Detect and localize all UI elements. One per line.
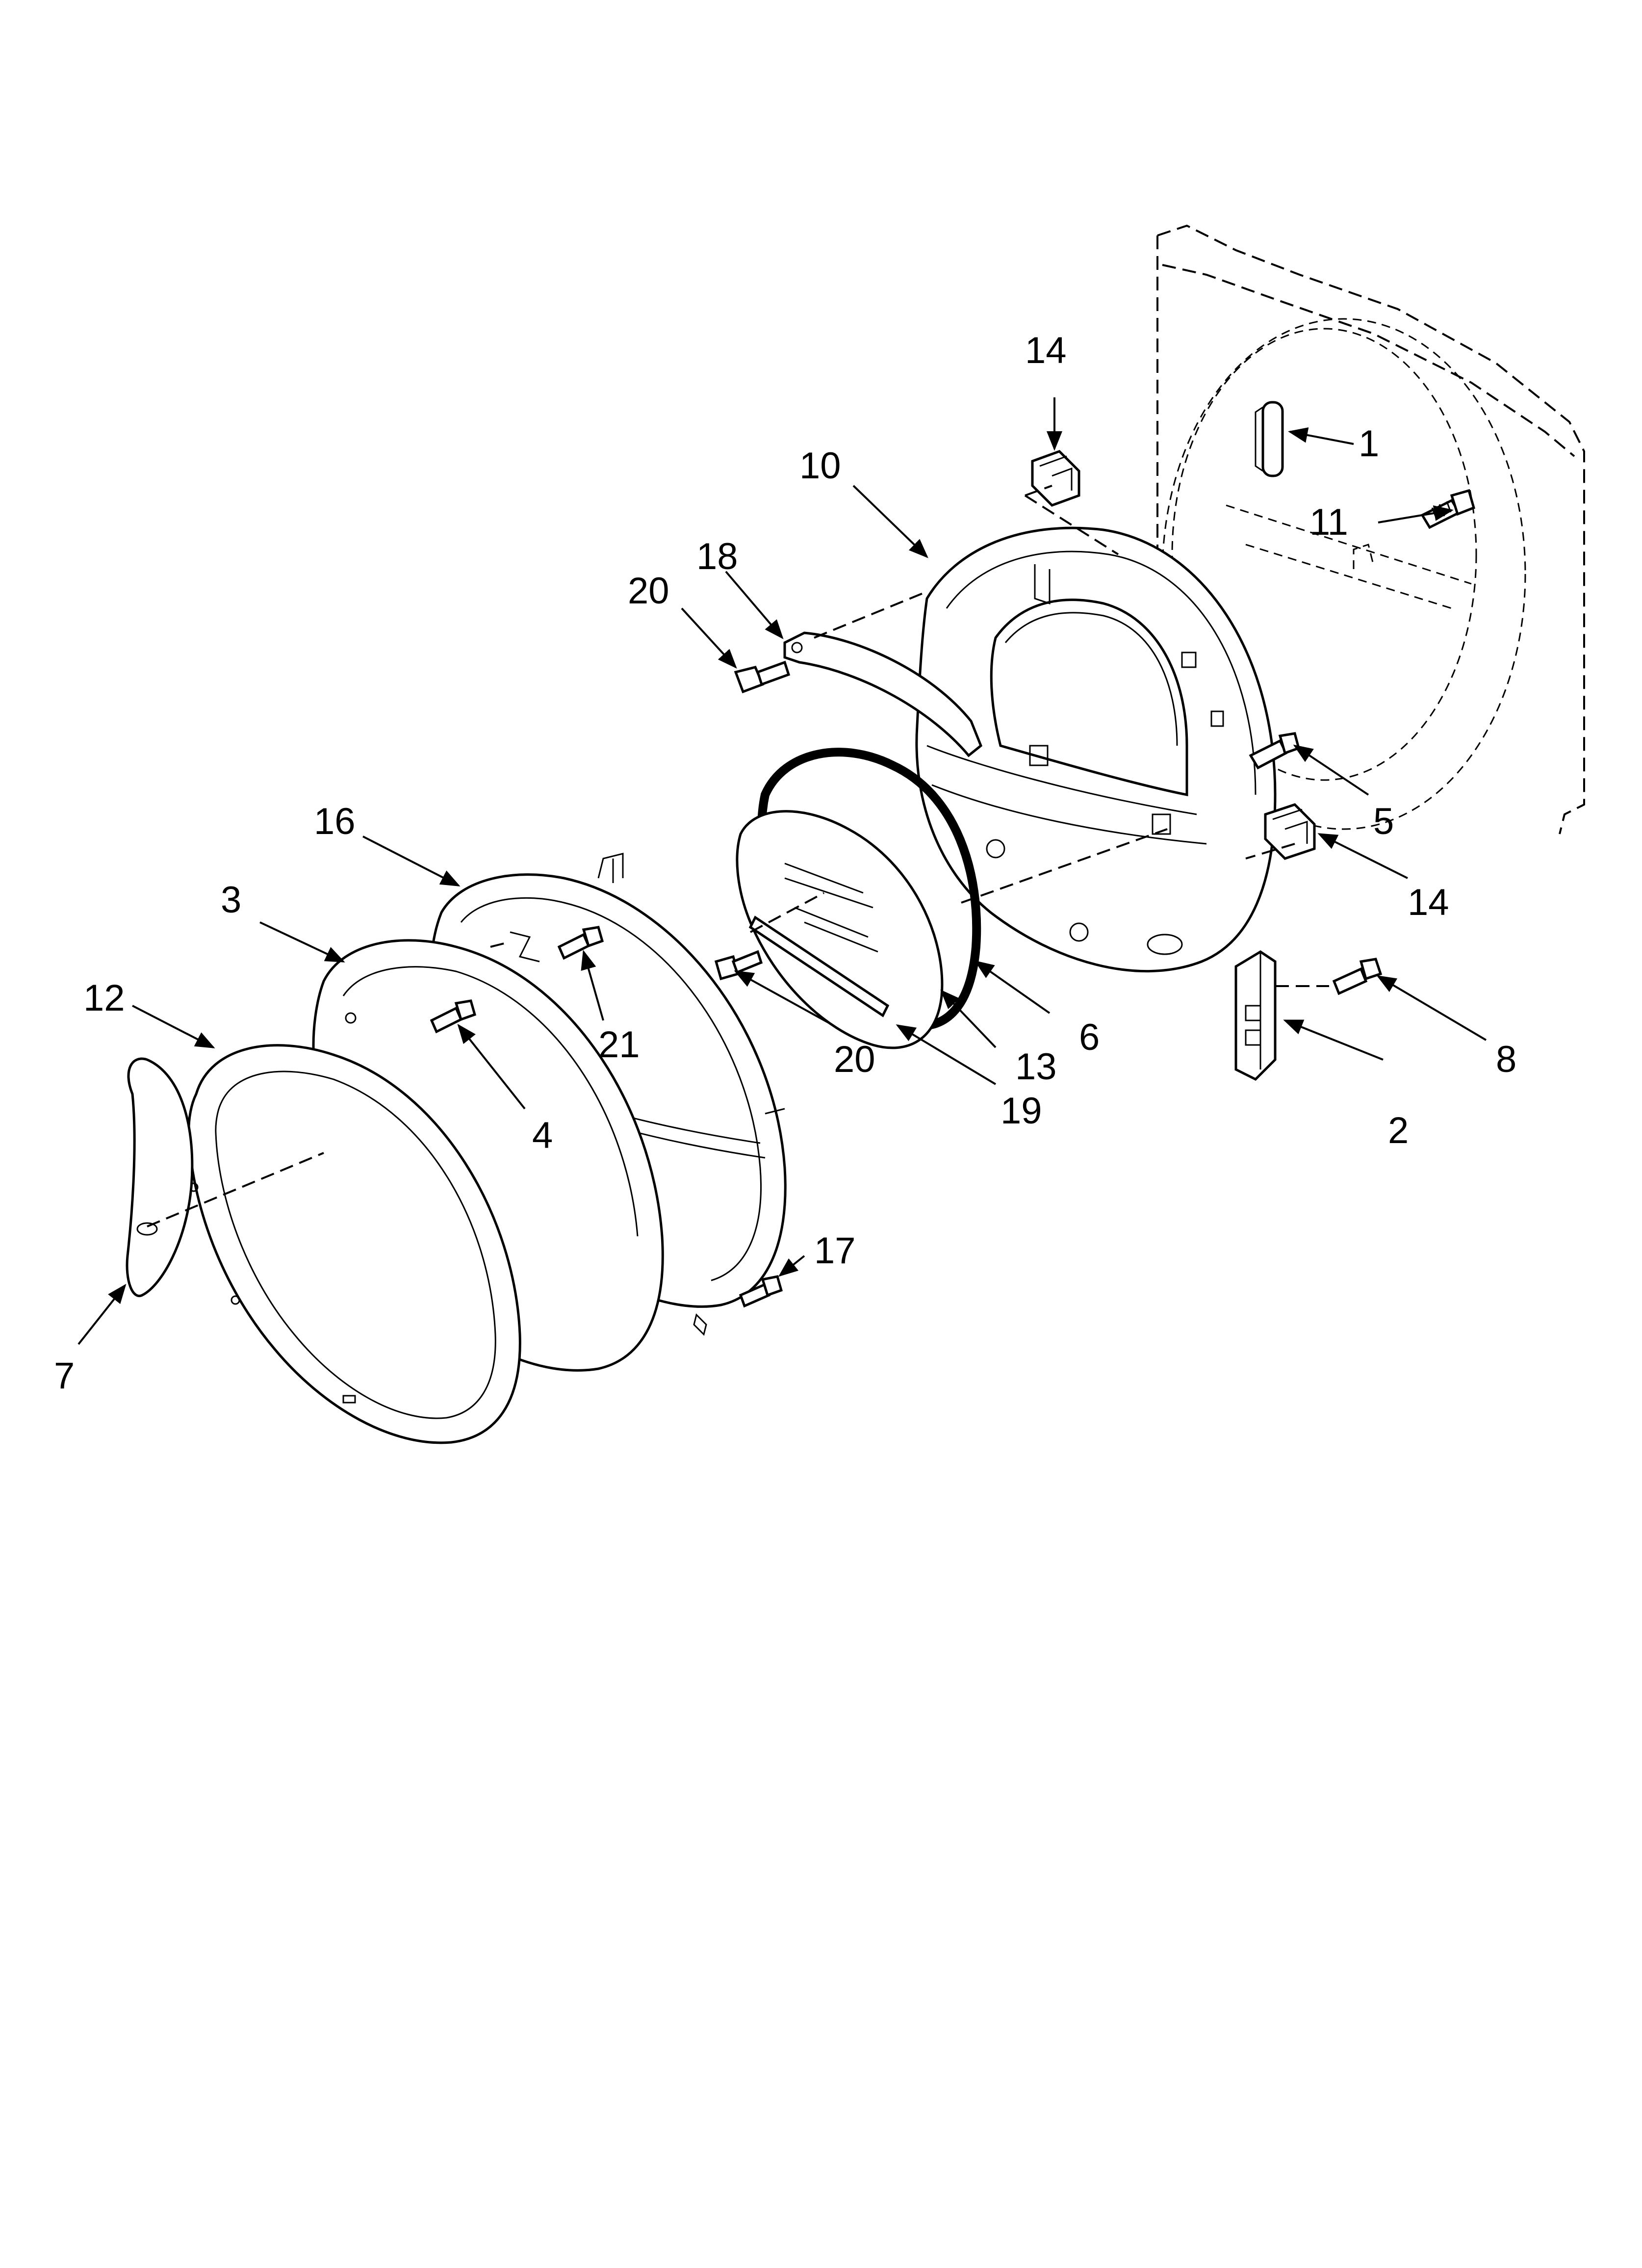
part-4-screw [430, 999, 477, 1034]
callout-17: 17 [814, 1230, 856, 1272]
callout-2: 2 [1388, 1110, 1409, 1151]
part-18-hinge-strap [783, 631, 983, 757]
part-7-handle-cover [126, 1057, 194, 1297]
callout-4: 4 [532, 1115, 553, 1156]
part-20-screw-lower [714, 950, 763, 981]
callout-19: 19 [1001, 1090, 1042, 1132]
callout-5: 5 [1373, 801, 1394, 842]
callout-18: 18 [696, 536, 738, 577]
callout-14-upper: 14 [1025, 330, 1067, 371]
callout-20-lower: 20 [834, 1039, 875, 1080]
callout-6: 6 [1079, 1017, 1100, 1058]
part-10-inner-door [915, 526, 1277, 973]
part-19-trim-strip [748, 915, 890, 1017]
part-13-door-glass [736, 810, 944, 1049]
part-12-outer-door-ring [187, 1044, 521, 1444]
assembly-alignment-lines [147, 485, 1329, 1227]
part-17-screw [693, 1275, 783, 1336]
part-11-screw [1420, 489, 1476, 529]
callout-11: 11 [1309, 501, 1348, 543]
part-2-door-hinge [1234, 950, 1277, 1081]
callout-13: 13 [1015, 1046, 1057, 1088]
callout-12: 12 [83, 977, 125, 1019]
callout-labels: 1 2 3 4 5 6 7 8 10 11 12 13 14 14 16 17 … [54, 330, 1516, 1397]
part-1-door-strike [1255, 401, 1284, 477]
callout-3: 3 [221, 879, 241, 921]
cabinet-front-panel-outline [1156, 224, 1585, 834]
part-8-screw [1332, 958, 1383, 995]
callout-8: 8 [1496, 1039, 1516, 1080]
callout-1: 1 [1359, 423, 1379, 465]
callout-20-upper: 20 [628, 570, 669, 612]
part-14-door-catch-lower [1264, 803, 1316, 860]
callout-7: 7 [54, 1355, 75, 1397]
callout-10: 10 [799, 445, 841, 487]
callout-14-lower: 14 [1408, 882, 1449, 923]
callout-leader-lines [77, 397, 1487, 1345]
callout-16: 16 [314, 801, 356, 842]
callout-21: 21 [598, 1024, 640, 1066]
part-14-door-catch-upper [1031, 450, 1080, 507]
part-20-screw-upper [734, 660, 791, 694]
part-21-screw [557, 926, 604, 960]
